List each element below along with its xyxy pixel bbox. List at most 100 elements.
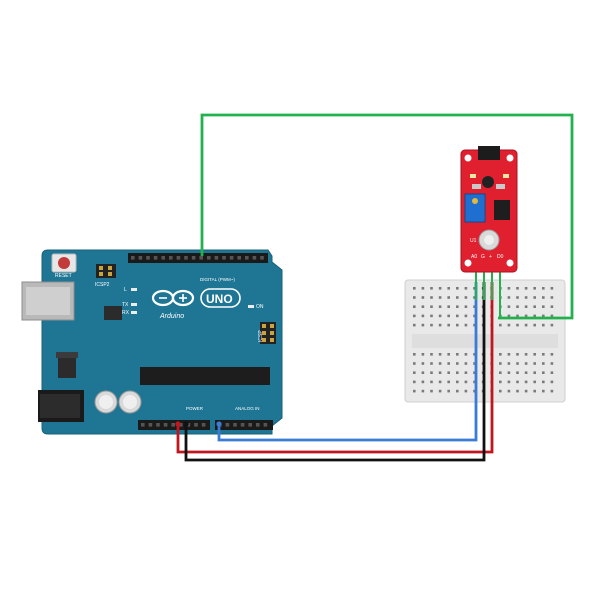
breadboard-hole [516,314,519,318]
breadboard-hole [516,287,519,290]
breadboard-hole [507,305,511,308]
breadboard-hole [550,371,554,374]
analog-label: ANALOG IN [235,406,260,411]
breadboard-hole [430,353,433,356]
header-pin [240,423,245,427]
breadboard-hole [507,323,511,327]
header-pin [131,256,135,260]
breadboard-hole [430,305,433,308]
breadboard-hole [550,314,554,318]
breadboard-hole [413,314,416,318]
breadboard-hole [464,287,468,290]
header-pin [260,256,264,260]
breadboard-hole [447,380,450,384]
header-pin [199,256,203,260]
breadboard-hole [438,305,442,308]
breadboard-hole [430,314,433,318]
breadboard-hole [499,389,502,393]
breadboard-hole [447,371,450,374]
breadboard-hole [533,296,536,299]
breadboard-hole [524,389,528,393]
breadboard-hole [413,287,416,290]
breadboard-hole [473,362,476,365]
breadboard-hole [464,371,468,374]
breadboard-hole [464,353,468,356]
breadboard-hole [447,287,450,290]
wires [175,113,574,462]
header-pin [179,423,183,427]
breadboard-hole [533,287,536,290]
breadboard-hole [542,323,545,327]
breadboard-hole [421,362,425,365]
microphone-icon [478,146,500,160]
breadboard-hole [542,287,545,290]
breadboard-hole [524,323,528,327]
uno-label: UNO [206,292,233,306]
breadboard-hole [447,305,450,308]
breadboard-hole [456,287,459,290]
breadboard-hole [533,305,536,308]
breadboard-hole [516,380,519,384]
l-led-label: L [124,287,127,293]
breadboard-hole [447,389,450,393]
breadboard-hole [413,380,416,384]
header-pin [194,423,198,427]
breadboard-hole [516,362,519,365]
sensor-leads [475,268,501,318]
breadboard-hole [456,371,459,374]
breadboard-hole [524,353,528,356]
breadboard-hole [473,380,476,384]
breadboard-hole [542,305,545,308]
breadboard-hole [533,380,536,384]
digital-label: DIGITAL (PWM~) [200,277,235,282]
breadboard-hole [507,296,511,299]
header-pin [141,423,145,427]
bottom-header-pins [141,423,268,427]
sensor-pin-g: G [481,254,485,260]
header-pin [156,423,160,427]
breadboard-hole [550,305,554,308]
breadboard-hole [430,287,433,290]
breadboard-hole [499,323,502,327]
header-pin [252,256,257,260]
breadboard-hole [499,371,502,374]
wire-analog-blue [217,282,478,442]
breadboard-hole [550,389,554,393]
header-pin [171,423,175,427]
header-pin [153,256,158,260]
breadboard-hole [447,296,450,299]
breadboard-hole [421,389,425,393]
breadboard-hole [507,287,511,290]
breadboard-hole [473,296,476,299]
icsp2-label: ICSP2 [95,282,110,288]
breadboard-hole [473,314,476,318]
breadboard-hole [550,323,554,327]
breadboard-hole [516,305,519,308]
comparator-chip [494,200,510,220]
arduino-logo-icon [151,289,195,307]
header-pin [191,256,196,260]
header-pin [214,256,219,260]
breadboard-hole [464,389,468,393]
usb-chip [104,306,122,320]
digital-header-pins [131,256,264,260]
breadboard-hole [421,305,425,308]
breadboard-hole [421,380,425,384]
breadboard-hole [542,353,545,356]
breadboard-hole [464,362,468,365]
potentiometer[interactable] [464,193,486,223]
tx-led-label: TX [122,302,129,308]
header-pin [256,423,260,427]
breadboard-hole [516,389,519,393]
sensor-pin-a0: A0 [471,254,477,260]
icsp2-header [96,264,116,278]
arduino-uno-board: RESET ICSP2 L TX RX ON [21,249,283,435]
brand-label: Arduino [159,313,184,320]
breadboard-hole [524,305,528,308]
breadboard-hole [473,287,476,290]
breadboard-hole [533,371,536,374]
icsp-header [260,322,276,344]
breadboard-hole [507,314,511,318]
header-pin [169,256,173,260]
breadboard-hole [464,380,468,384]
